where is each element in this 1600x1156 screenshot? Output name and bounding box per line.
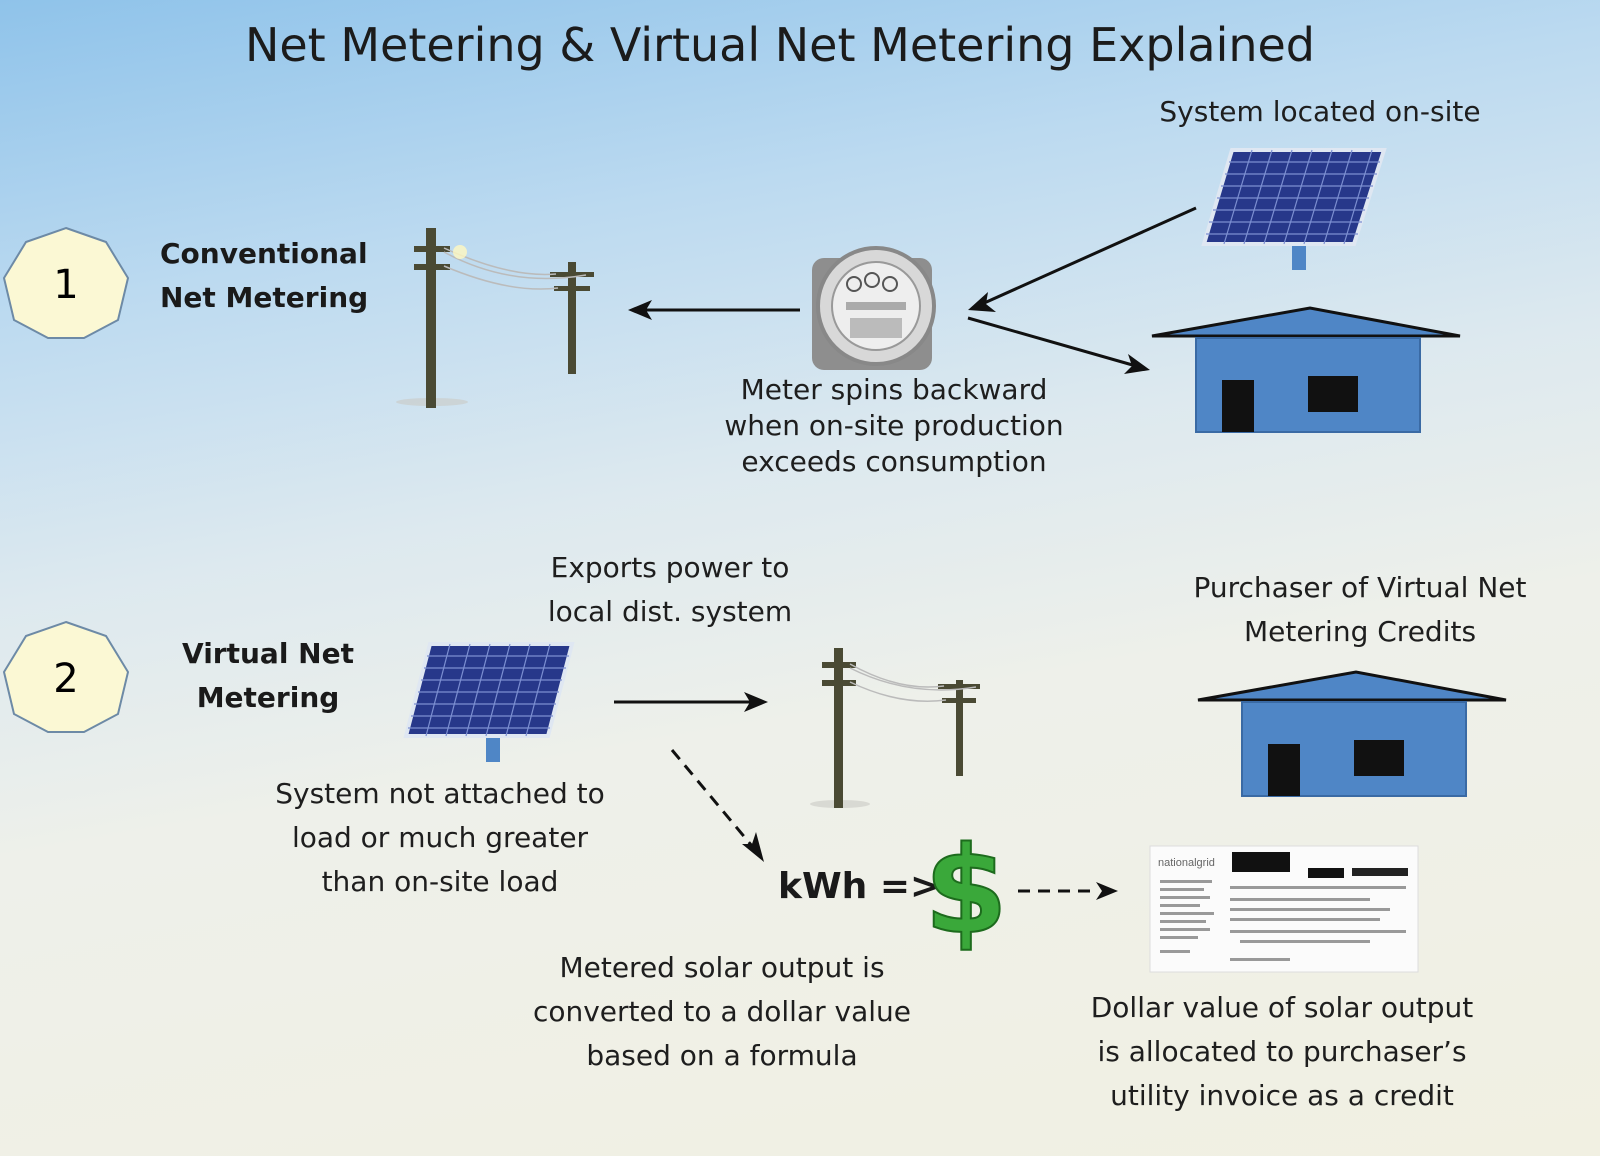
system-not-attached-caption: System not attached to load or much grea… [275,777,605,898]
dollar-sign-icon: $ [923,821,1009,962]
purchaser-house-icon [1197,670,1507,797]
dashed-arrow-to-invoice [1018,882,1118,900]
dollar-value-caption: Dollar value of solar output is allocate… [1090,991,1474,1112]
export-caption: Exports power to local dist. system [547,551,793,628]
step-2-number: 2 [53,656,78,702]
meter-caption: Meter spins backward when on-site produc… [724,373,1064,478]
solar-panel-icon [403,642,575,762]
solar-panel-icon [1201,148,1387,270]
utility-poles-icon [396,228,594,408]
purchaser-caption: Purchaser of Virtual Net Metering Credit… [1193,571,1527,648]
kwh-label: kWh => [778,866,941,907]
arrow-panel-to-grid [614,692,768,712]
section1-label: Conventional Net Metering [160,237,369,314]
arrow-meter-to-grid [628,300,800,320]
utility-poles-icon [810,648,980,808]
house-icon [1151,306,1461,433]
system-onsite-caption: System located on-site [1159,95,1481,128]
step-1-badge: 1 [2,226,130,339]
step-1-number: 1 [53,262,78,308]
section2-label: Virtual Net Metering [182,637,354,714]
page-title: Net Metering & Virtual Net Metering Expl… [244,18,1316,72]
metered-output-caption: Metered solar output is converted to a d… [532,951,912,1072]
svg-text:nationalgrid: nationalgrid [1158,857,1215,869]
utility-invoice-icon: nationalgrid [1149,845,1419,973]
electric-meter-icon [812,246,936,370]
dashed-arrow-to-kwh [670,749,764,862]
svg-text:$: $ [924,822,1008,961]
step-2-badge: 2 [2,620,130,733]
arrows-panel-meter-house [967,206,1197,374]
